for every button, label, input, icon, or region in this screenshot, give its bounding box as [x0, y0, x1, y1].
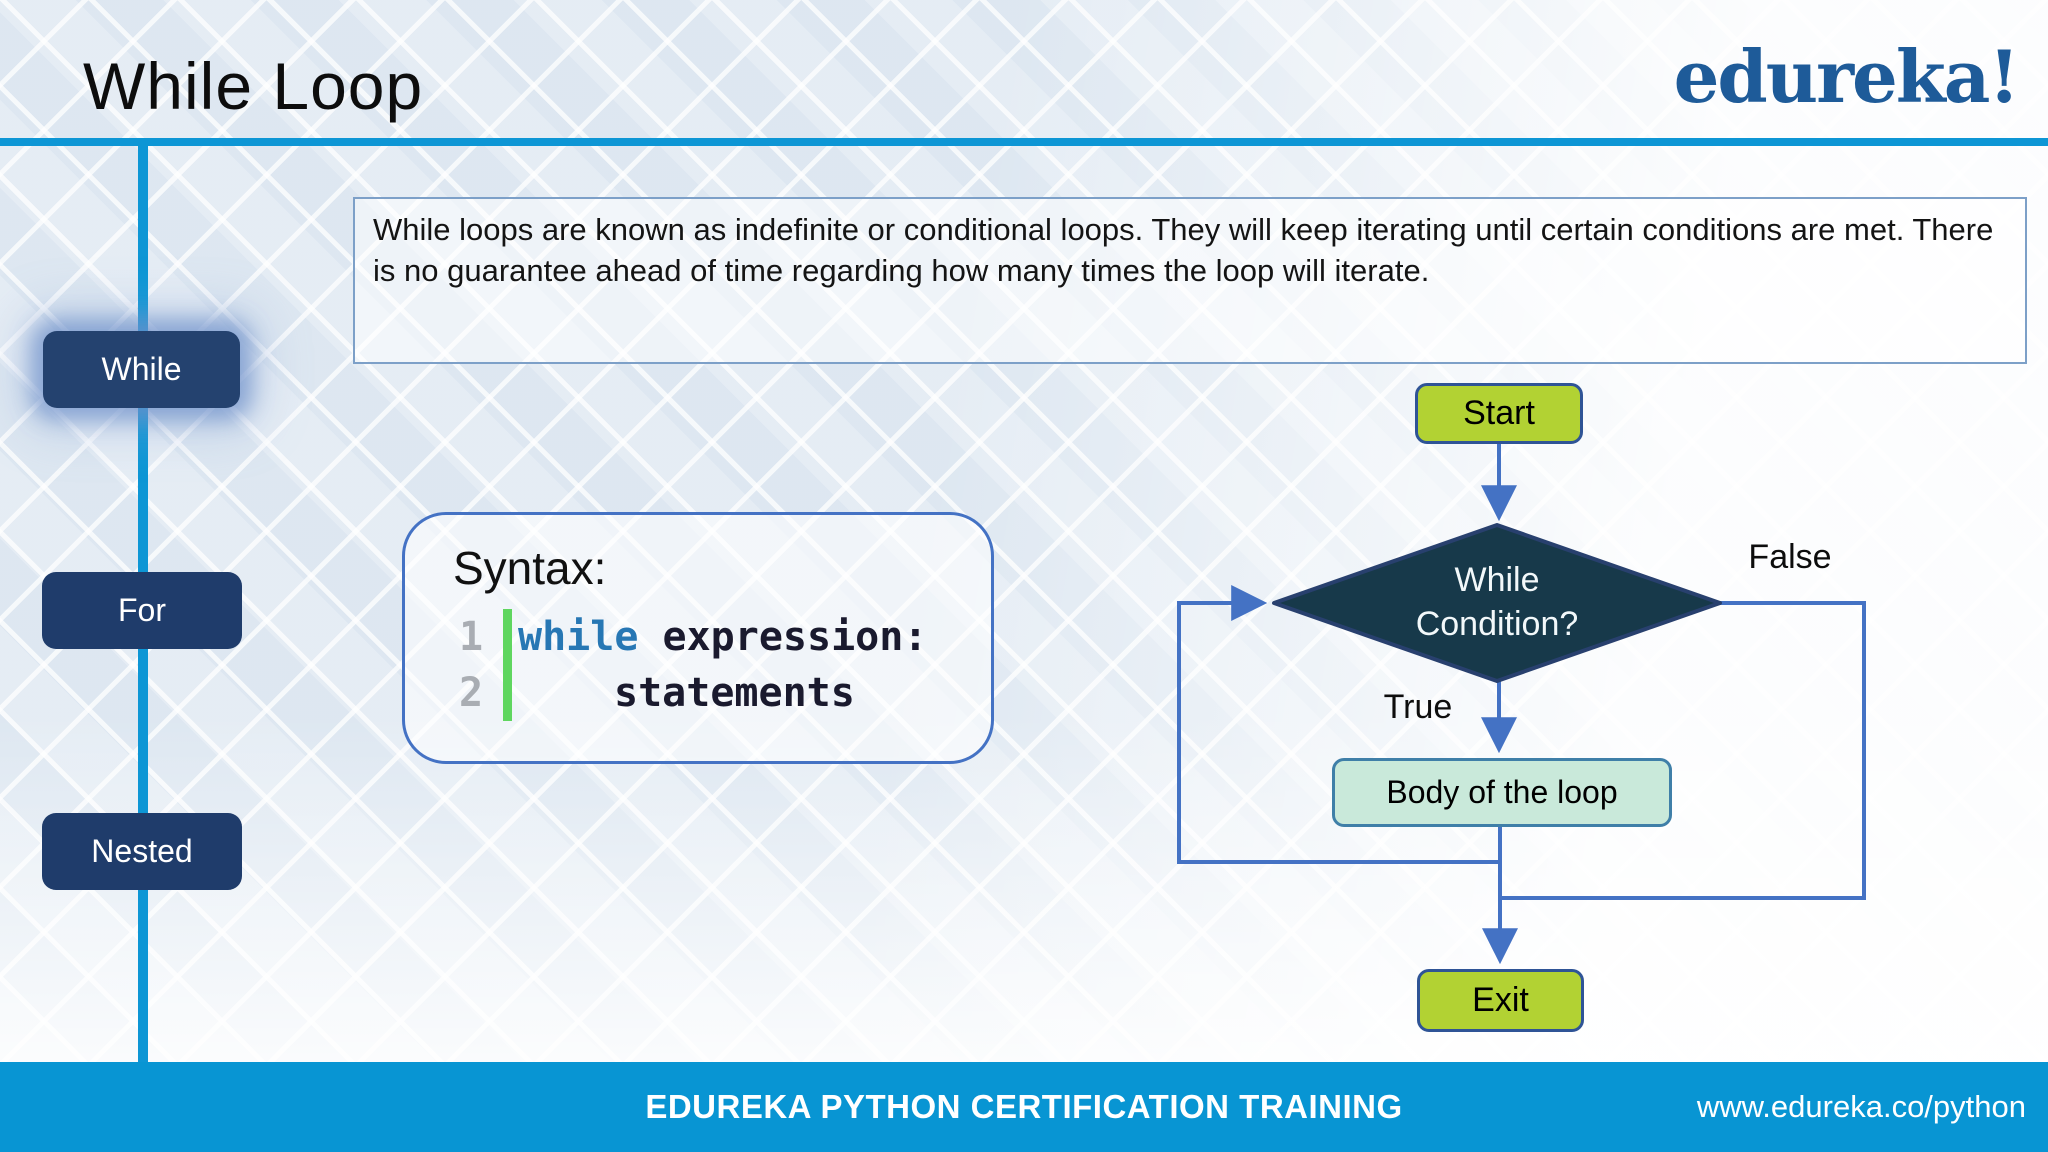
- code-line-numbers: 1 2: [459, 609, 499, 721]
- code-expression: expression:: [638, 614, 928, 660]
- sidebar-item-for[interactable]: For: [42, 572, 242, 649]
- syntax-box: Syntax: 1 2 while expression: statements: [402, 512, 994, 764]
- sidebar-item-while[interactable]: While: [43, 331, 240, 408]
- header-divider-line: [0, 138, 2048, 146]
- exit-label: Exit: [1472, 981, 1529, 1019]
- code-change-bar: [503, 609, 512, 721]
- false-branch-label: False: [1748, 538, 1832, 576]
- condition-label-line1: While: [1454, 561, 1540, 599]
- line-number: 2: [459, 670, 484, 716]
- flowchart-body-node: Body of the loop: [1332, 758, 1672, 827]
- body-label: Body of the loop: [1386, 774, 1618, 810]
- start-label: Start: [1463, 394, 1535, 432]
- footer-url-link[interactable]: www.edureka.co/python: [1696, 1089, 2026, 1124]
- footer-bar: EDUREKA PYTHON CERTIFICATION TRAINING ww…: [0, 1062, 2048, 1152]
- syntax-heading: Syntax:: [453, 542, 607, 594]
- sidebar-item-label: While: [101, 351, 182, 387]
- sidebar-item-label: For: [118, 592, 166, 628]
- flowchart-exit-node: Exit: [1417, 969, 1584, 1032]
- code-lines: while expression: statements: [518, 609, 927, 721]
- true-branch-label: True: [1383, 688, 1453, 726]
- condition-label: While Condition?: [1360, 559, 1634, 646]
- line-number: 1: [459, 614, 484, 660]
- keyword-while: while: [518, 614, 639, 660]
- edureka-logo: edureka!: [1673, 34, 2020, 119]
- condition-label-line2: Condition?: [1415, 604, 1579, 643]
- flowchart-start-node: Start: [1415, 383, 1583, 444]
- false-path-connector: [1500, 601, 1866, 900]
- code-snippet: 1 2 while expression: statements: [459, 609, 991, 721]
- code-line-1: while expression:: [518, 609, 927, 665]
- sidebar-item-nested[interactable]: Nested: [42, 813, 242, 890]
- sidebar-item-label: Nested: [91, 833, 193, 869]
- footer-course-title: EDUREKA PYTHON CERTIFICATION TRAINING: [645, 1088, 1403, 1125]
- description-box: While loops are known as indefinite or c…: [353, 197, 2027, 364]
- description-text: While loops are known as indefinite or c…: [373, 212, 1994, 289]
- page-title: While Loop: [83, 49, 424, 123]
- code-line-2: statements: [614, 670, 855, 716]
